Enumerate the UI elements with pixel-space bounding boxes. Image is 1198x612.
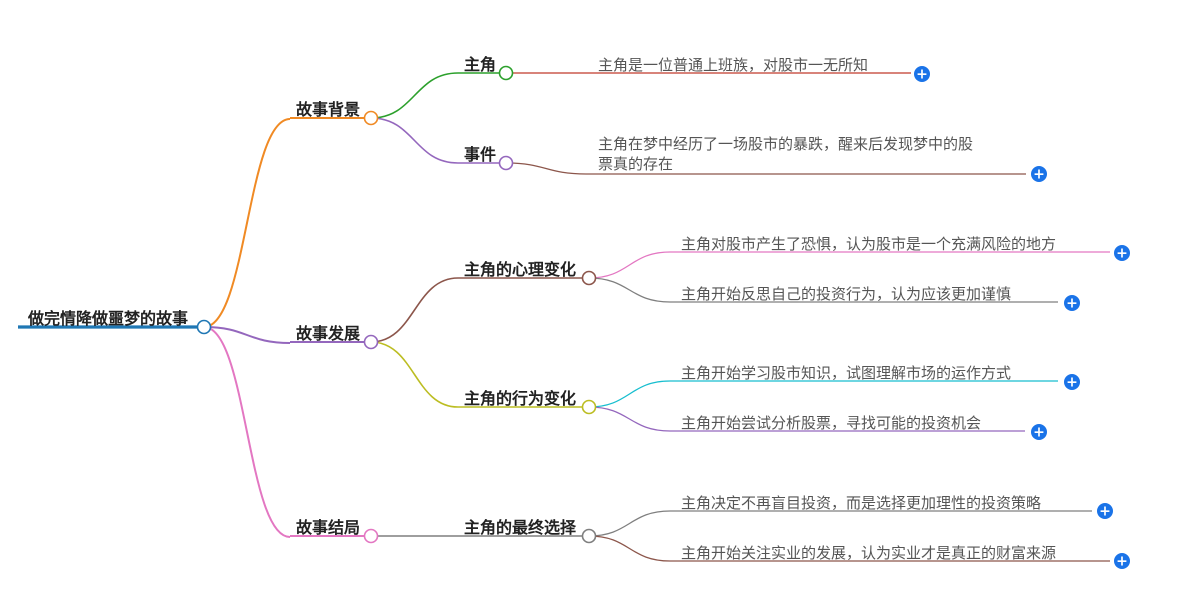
child-node-mental-change[interactable] <box>581 270 597 286</box>
branch-node-ending[interactable] <box>363 528 379 544</box>
leaf-text-dev-leaf-2: 主角开始反思自己的投资行为，认为应该更加谨慎 <box>681 285 1011 303</box>
edge-background-protagonist <box>370 72 459 119</box>
child-label-protagonist: 主角 <box>464 55 496 74</box>
leaf-text-bg-leaf-2: 票真的存在 <box>598 155 673 173</box>
expand-button-bg-leaf-2[interactable]: + <box>1031 166 1047 183</box>
plus-icon: + <box>1066 375 1078 391</box>
branch-node-development[interactable] <box>363 334 379 350</box>
branch-label-background: 故事背景 <box>296 100 360 119</box>
leaf-text-dev-leaf-1: 主角对股市产生了恐惧，认为股市是一个充满风险的地方 <box>681 235 1056 253</box>
edge-root-ending <box>203 326 291 538</box>
root-node[interactable] <box>196 319 212 335</box>
child-label-final-choice: 主角的最终选择 <box>464 518 577 537</box>
plus-icon: + <box>1033 425 1045 441</box>
leaf-text-end-leaf-1: 主角决定不再盲目投资，而是选择更加理性的投资策略 <box>681 494 1041 512</box>
leaf-text-dev-leaf-4: 主角开始尝试分析股票，寻找可能的投资机会 <box>681 414 981 432</box>
mindmap-edges <box>18 72 1110 562</box>
leaf-text-dev-leaf-3: 主角开始学习股市知识，试图理解市场的运作方式 <box>681 364 1011 382</box>
edge-development-behavior-change <box>370 341 459 408</box>
expand-button-dev-leaf-2[interactable]: + <box>1064 295 1080 312</box>
branch-node-background[interactable] <box>363 110 379 126</box>
edge-behavior-change-dev-leaf-4 <box>588 406 671 432</box>
expand-circle-icon <box>1064 295 1080 311</box>
expand-button-dev-leaf-3[interactable]: + <box>1064 374 1080 391</box>
child-label-event: 事件 <box>464 145 496 164</box>
edge-behavior-change-dev-leaf-3 <box>588 380 671 408</box>
plus-icon: + <box>1116 246 1128 262</box>
branch-label-ending: 故事结局 <box>296 518 360 537</box>
leaf-text-bg-leaf-2: 主角在梦中经历了一场股市的暴跌，醒来后发现梦中的股 <box>598 135 973 153</box>
plus-icon: + <box>916 67 928 83</box>
edge-root-background <box>203 118 291 328</box>
edge-final-choice-end-leaf-2 <box>588 535 671 562</box>
expand-circle-icon <box>1031 424 1047 440</box>
plus-icon: + <box>1099 504 1111 520</box>
expand-button-dev-leaf-4[interactable]: + <box>1031 424 1047 441</box>
leaf-text-end-leaf-2: 主角开始关注实业的发展，认为实业才是真正的财富来源 <box>681 544 1056 562</box>
edge-event-bg-leaf-2 <box>505 162 587 175</box>
edge-mental-change-dev-leaf-1 <box>588 251 671 279</box>
leaf-text-bg-leaf-1: 主角是一位普通上班族，对股市一无所知 <box>598 56 868 74</box>
child-node-protagonist[interactable] <box>498 65 514 81</box>
child-label-behavior-change: 主角的行为变化 <box>464 389 576 408</box>
expand-circle-icon <box>1114 553 1130 569</box>
plus-icon: + <box>1116 554 1128 570</box>
edge-final-choice-end-leaf-1 <box>588 510 671 537</box>
branch-label-development: 故事发展 <box>296 324 361 343</box>
expand-circle-icon <box>914 66 930 82</box>
expand-circle-icon <box>1064 374 1080 390</box>
plus-icon: + <box>1066 296 1078 312</box>
mindmap-nodes: 做完情降做噩梦的故事 故事背景 主角 主角是一位普通上班族，对股市一无所知 + 事件 主角在… <box>27 55 1130 570</box>
expand-button-dev-leaf-1[interactable]: + <box>1114 245 1130 262</box>
child-node-behavior-change[interactable] <box>581 399 597 415</box>
edge-mental-change-dev-leaf-2 <box>588 277 671 303</box>
plus-icon: + <box>1033 167 1045 183</box>
expand-button-end-leaf-2[interactable]: + <box>1114 553 1130 570</box>
edge-development-mental-change <box>370 277 459 343</box>
expand-circle-icon <box>1031 166 1047 182</box>
edge-background-event <box>370 117 459 164</box>
expand-button-bg-leaf-1[interactable]: + <box>914 66 930 83</box>
expand-circle-icon <box>1097 503 1113 519</box>
root-title: 做完情降做噩梦的故事 <box>27 309 188 328</box>
child-label-mental-change: 主角的心理变化 <box>464 260 576 279</box>
expand-button-end-leaf-1[interactable]: + <box>1097 503 1113 520</box>
child-node-event[interactable] <box>498 155 514 171</box>
expand-circle-icon <box>1114 245 1130 261</box>
child-node-final-choice[interactable] <box>581 528 597 544</box>
edge-root-development <box>203 326 291 344</box>
